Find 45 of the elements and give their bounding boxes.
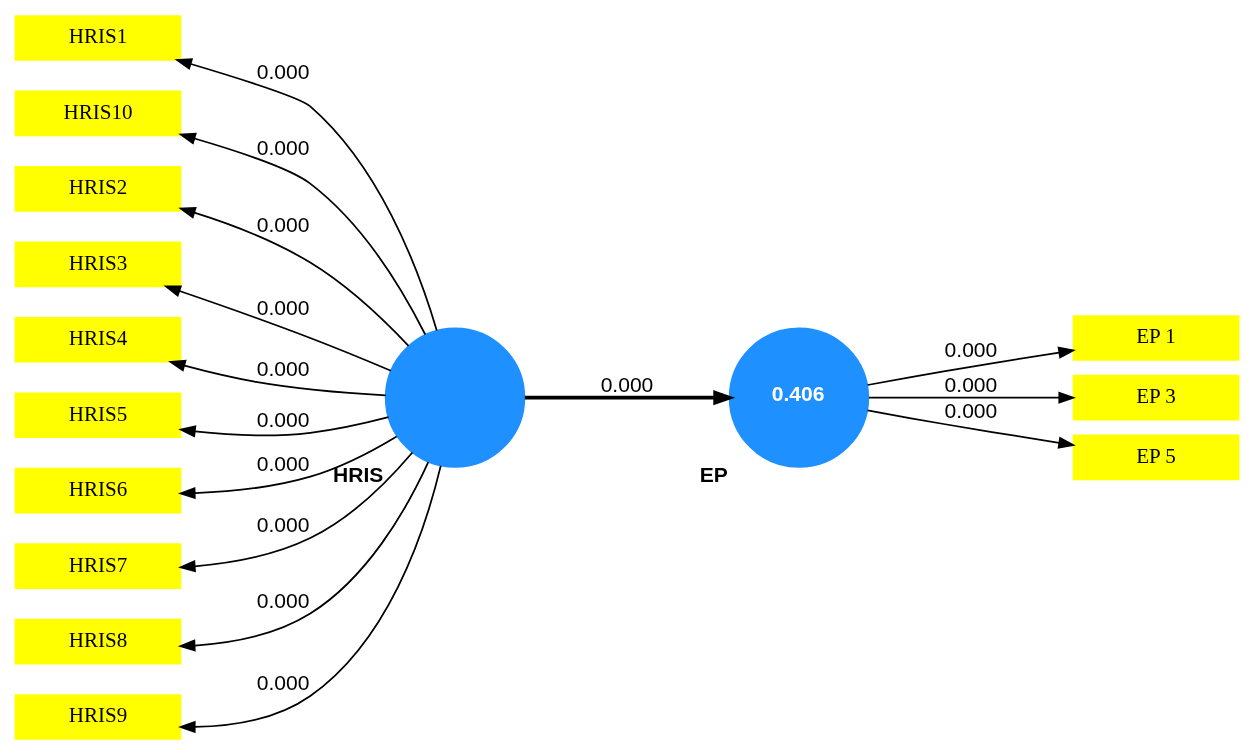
node-box: HRIS5 [14, 392, 182, 439]
arrow [524, 390, 736, 406]
node-box: HRIS8 [14, 618, 182, 665]
arrow [163, 285, 392, 372]
arrow [178, 416, 390, 438]
edge-label: 0.000 [256, 588, 310, 612]
node-box: HRIS4 [14, 316, 182, 363]
edge-label: 0.000 [256, 213, 310, 237]
node-label: HRIS [333, 463, 384, 487]
node-circle [384, 327, 526, 468]
edge-label: 0.000 [256, 671, 310, 695]
edge-label: 0.000 [944, 337, 998, 361]
arrow [866, 409, 1076, 449]
node-box: HRIS3 [14, 241, 182, 288]
node-box: EP 3 [1072, 374, 1240, 421]
edge-label: 0.000 [944, 399, 998, 423]
node-label: EP [699, 463, 728, 487]
node-circle: 0.406 [728, 327, 870, 468]
edge-label: 0.000 [944, 372, 998, 396]
arrow [174, 58, 438, 332]
arrow [868, 391, 1076, 404]
arrow [178, 465, 442, 734]
node-box: HRIS1 [14, 15, 182, 61]
arrow [178, 451, 414, 573]
node-box: HRIS6 [14, 467, 182, 514]
arrow [168, 359, 387, 397]
edge-label: 0.000 [256, 295, 310, 319]
arrow [866, 346, 1076, 386]
arrow [177, 461, 430, 652]
node-box: HRIS10 [14, 90, 182, 137]
arrow [177, 435, 398, 500]
node-box: HRIS2 [14, 166, 182, 212]
arrow [178, 132, 427, 336]
edge-label: 0.000 [256, 135, 310, 159]
edge-label: 0.000 [256, 513, 310, 537]
arrow [178, 207, 410, 347]
node-box: EP 5 [1072, 434, 1240, 481]
node-box: EP 1 [1072, 315, 1240, 361]
edge-label: 0.000 [256, 451, 310, 475]
node-box: HRIS7 [14, 543, 182, 589]
edge-label: 0.000 [256, 356, 310, 380]
node-box: HRIS9 [14, 694, 182, 740]
edge-label: 0.000 [256, 60, 310, 84]
edge-label: 0.000 [256, 407, 310, 431]
edge-label: 0.000 [600, 372, 654, 396]
